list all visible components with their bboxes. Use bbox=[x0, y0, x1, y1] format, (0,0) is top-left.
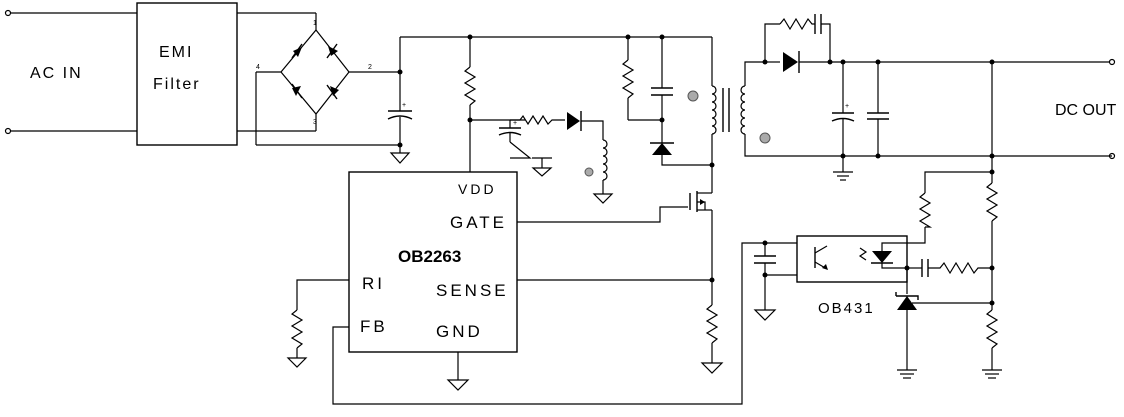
bridge-pin-1: 1 bbox=[313, 20, 317, 27]
ri-resistor bbox=[286, 279, 349, 368]
secondary-winding bbox=[740, 85, 746, 135]
emi-label-line1: EMI bbox=[159, 44, 193, 61]
startup-resistor bbox=[463, 34, 477, 172]
transformer bbox=[687, 37, 1112, 192]
bridge-diode-3 bbox=[291, 83, 303, 99]
emi-label-line2: Filter bbox=[153, 76, 201, 93]
ground-ri bbox=[286, 357, 308, 368]
bulk-capacitor: + bbox=[387, 37, 413, 164]
ground-aux bbox=[592, 193, 614, 204]
ground-bulk bbox=[389, 152, 411, 164]
ground-opto bbox=[753, 309, 777, 321]
output-capacitors: + bbox=[831, 59, 889, 181]
pin-gate-label: GATE bbox=[450, 213, 507, 232]
emi-filter: EMI Filter bbox=[136, 2, 316, 146]
bulk-cap-plus: + bbox=[402, 102, 406, 109]
snubber-diode bbox=[652, 143, 672, 155]
tl431-symbol bbox=[897, 296, 917, 310]
aux-diode bbox=[567, 112, 580, 130]
optocoupler bbox=[796, 227, 926, 283]
chip-ground bbox=[446, 352, 470, 391]
bridge-diode-4 bbox=[326, 84, 339, 100]
chip-name-label: OB2263 bbox=[398, 247, 461, 266]
pin-fb-label: FB bbox=[360, 317, 388, 336]
pin-sense-label: SENSE bbox=[436, 281, 509, 300]
ac-input: AC IN bbox=[4, 9, 137, 135]
rcd-snubber bbox=[621, 34, 715, 168]
ground-chip bbox=[446, 379, 470, 391]
ground-sense bbox=[700, 362, 724, 374]
vdd-supply: + bbox=[470, 111, 614, 204]
ref-ic-label: OB431 bbox=[818, 300, 875, 317]
pin-vdd-label: VDD bbox=[458, 181, 497, 197]
ground-vdd bbox=[531, 167, 553, 177]
output-diode bbox=[783, 52, 798, 72]
pin-gnd-label: GND bbox=[436, 322, 483, 341]
dc-terminal-bottom bbox=[1108, 152, 1116, 160]
ac-terminal-bottom bbox=[4, 127, 12, 135]
vdd-cap-plus: + bbox=[513, 120, 517, 127]
output-rectifier: DC OUT bbox=[762, 14, 1117, 160]
chip-body bbox=[348, 171, 518, 353]
emi-filter-box bbox=[136, 2, 238, 146]
dc-out-label: DC OUT bbox=[1055, 102, 1117, 119]
bridge-pin-4: 4 bbox=[256, 64, 260, 71]
ac-terminal-top bbox=[4, 9, 12, 17]
aux-winding bbox=[602, 139, 608, 181]
mosfet bbox=[517, 191, 713, 305]
bridge-diode-2 bbox=[326, 43, 338, 59]
ac-in-label: AC IN bbox=[30, 65, 83, 82]
bridge-rectifier: 1 2 3 4 bbox=[255, 13, 400, 146]
feedback-line bbox=[332, 240, 800, 405]
voltage-reference: OB431 bbox=[818, 59, 1002, 379]
bridge-pin-3: 3 bbox=[313, 119, 317, 126]
bridge-diode-1 bbox=[291, 43, 303, 59]
pin-ri-label: RI bbox=[362, 274, 385, 293]
bridge-pin-2: 2 bbox=[368, 64, 372, 71]
sense-resistor bbox=[517, 277, 724, 374]
out-cap-plus: + bbox=[845, 103, 849, 110]
dc-terminal-top bbox=[1108, 58, 1116, 66]
primary-winding bbox=[711, 85, 717, 135]
controller-chip: VDD GATE OB2263 RI SENSE FB GND bbox=[348, 171, 518, 353]
